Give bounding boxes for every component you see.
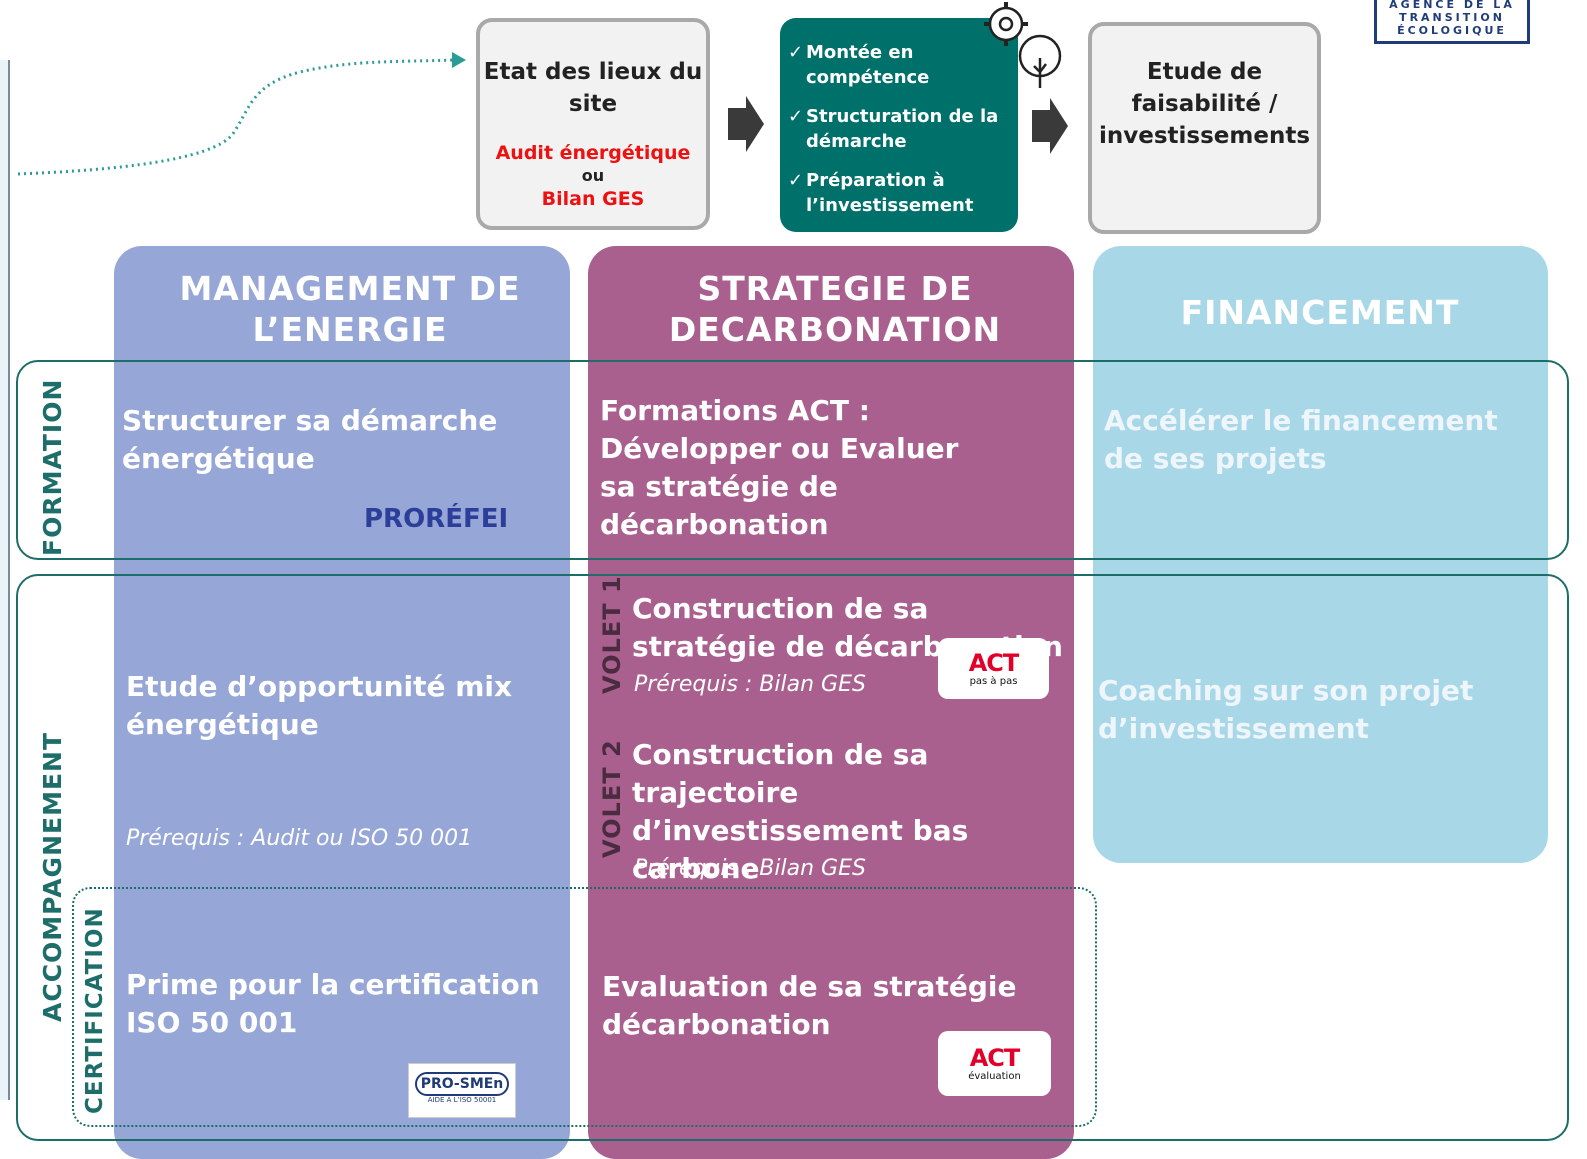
pro-smen-sub: AIDE À L’ISO 50001 bbox=[427, 1096, 497, 1104]
act-logo-text: ACT bbox=[969, 1044, 1021, 1072]
logo-line-1: AGENCE DE LA bbox=[1389, 0, 1515, 11]
step1-title: Etat des lieux du site bbox=[483, 59, 703, 117]
step1-or: ou bbox=[581, 166, 605, 185]
gear-tree-icon bbox=[984, 2, 1062, 88]
row-formation bbox=[16, 360, 1569, 560]
dotted-connector-arrow bbox=[17, 52, 466, 176]
row-label-accompagnement: ACCOMPAGNEMENT bbox=[38, 731, 67, 1022]
column-strategie-decarbonation bbox=[588, 246, 1074, 1159]
column-title-financement: FINANCEMENT bbox=[1180, 293, 1460, 332]
cell-cert-management: Prime pour la certification ISO 50 001 bbox=[126, 968, 540, 1039]
cell-formation-management: Structurer sa démarche énergétique bbox=[122, 404, 498, 475]
process-step-etude-faisabilite: Etude de faisabilité / investissements bbox=[1088, 22, 1321, 234]
process-step-accompagnement: ✓Montée en compétence ✓Structuration de … bbox=[780, 18, 1018, 232]
step2-item: ✓Structuration de la démarche bbox=[788, 104, 1008, 154]
step2-item-label: Structuration de la démarche bbox=[806, 106, 999, 152]
cell-accomp-financement: Coaching sur son projet d’investissement bbox=[1098, 674, 1474, 745]
column-financement bbox=[1093, 246, 1548, 863]
volet2-prereq: Prérequis : Bilan GES bbox=[634, 856, 866, 881]
row-accompagnement bbox=[16, 574, 1569, 1141]
sidebar-strip bbox=[0, 60, 10, 1100]
logo-line-2: TRANSITION bbox=[1399, 11, 1505, 24]
check-icon: ✓ bbox=[788, 170, 804, 191]
cell-formation-financement: Accélérer le financement de ses projets bbox=[1104, 404, 1498, 475]
prorefei-text: PRORÉFEI bbox=[364, 504, 509, 534]
act-logo-text: ACT bbox=[968, 649, 1020, 677]
step2-item-label: Montée en compétence bbox=[806, 42, 930, 88]
step2-item: ✓Montée en compétence bbox=[788, 40, 1008, 90]
step2-item: ✓Préparation à l’investissement bbox=[788, 168, 1008, 218]
row-label-certification: CERTIFICATION bbox=[82, 907, 108, 1114]
row-label-formation: FORMATION bbox=[38, 378, 67, 556]
volet1-label: VOLET 1 bbox=[598, 575, 626, 694]
right-arrow-icon bbox=[1032, 98, 1068, 154]
check-icon: ✓ bbox=[788, 42, 804, 63]
step3-title: Etude de faisabilité / investissements bbox=[1098, 59, 1311, 149]
pro-smen-logo: PRO-SMEn AIDE À L’ISO 50001 bbox=[408, 1063, 516, 1118]
column-title-strategie: STRATEGIE DE DECARBONATION bbox=[668, 269, 1002, 349]
logo-line-3: ÉCOLOGIQUE bbox=[1397, 24, 1507, 37]
pro-smen-name: PRO-SMEn bbox=[415, 1072, 509, 1096]
accomp-management-prereq: Prérequis : Audit ou ISO 50 001 bbox=[126, 826, 473, 851]
right-arrow-icon bbox=[728, 96, 764, 152]
step1-option-audit: Audit énergétique bbox=[495, 142, 691, 164]
cell-cert-strategie: Evaluation de sa stratégie décarbonation bbox=[602, 970, 1017, 1041]
step2-item-label: Préparation à l’investissement bbox=[806, 170, 974, 216]
act-evaluation-logo: ACT évaluation bbox=[938, 1031, 1051, 1096]
volet2-title: Construction de sa trajectoire d’investi… bbox=[632, 738, 969, 885]
cell-accomp-management: Etude d’opportunité mix énergétique bbox=[126, 670, 513, 741]
cell-formation-strategie: Formations ACT : Développer ou Evaluer s… bbox=[600, 394, 959, 541]
act-logo-sub: pas à pas bbox=[969, 676, 1018, 687]
column-title-management: MANAGEMENT DE L’ENERGIE bbox=[179, 269, 521, 349]
process-step-etat-des-lieux: Etat des lieux du site Audit énergétique… bbox=[476, 18, 710, 230]
act-pas-a-pas-logo: ACT pas à pas bbox=[938, 638, 1049, 699]
volet2-label: VOLET 2 bbox=[598, 739, 626, 858]
volet1-prereq: Prérequis : Bilan GES bbox=[634, 672, 866, 697]
act-logo-sub: évaluation bbox=[968, 1071, 1021, 1082]
ademe-logo: AGENCE DE LA TRANSITION ÉCOLOGIQUE bbox=[1374, 0, 1530, 44]
row-certification bbox=[72, 887, 1097, 1127]
prorefei-logo: PRORÉFEI bbox=[364, 504, 508, 534]
column-management-energie bbox=[114, 246, 570, 1159]
check-icon: ✓ bbox=[788, 106, 804, 127]
step1-option-bilan: Bilan GES bbox=[541, 188, 645, 210]
